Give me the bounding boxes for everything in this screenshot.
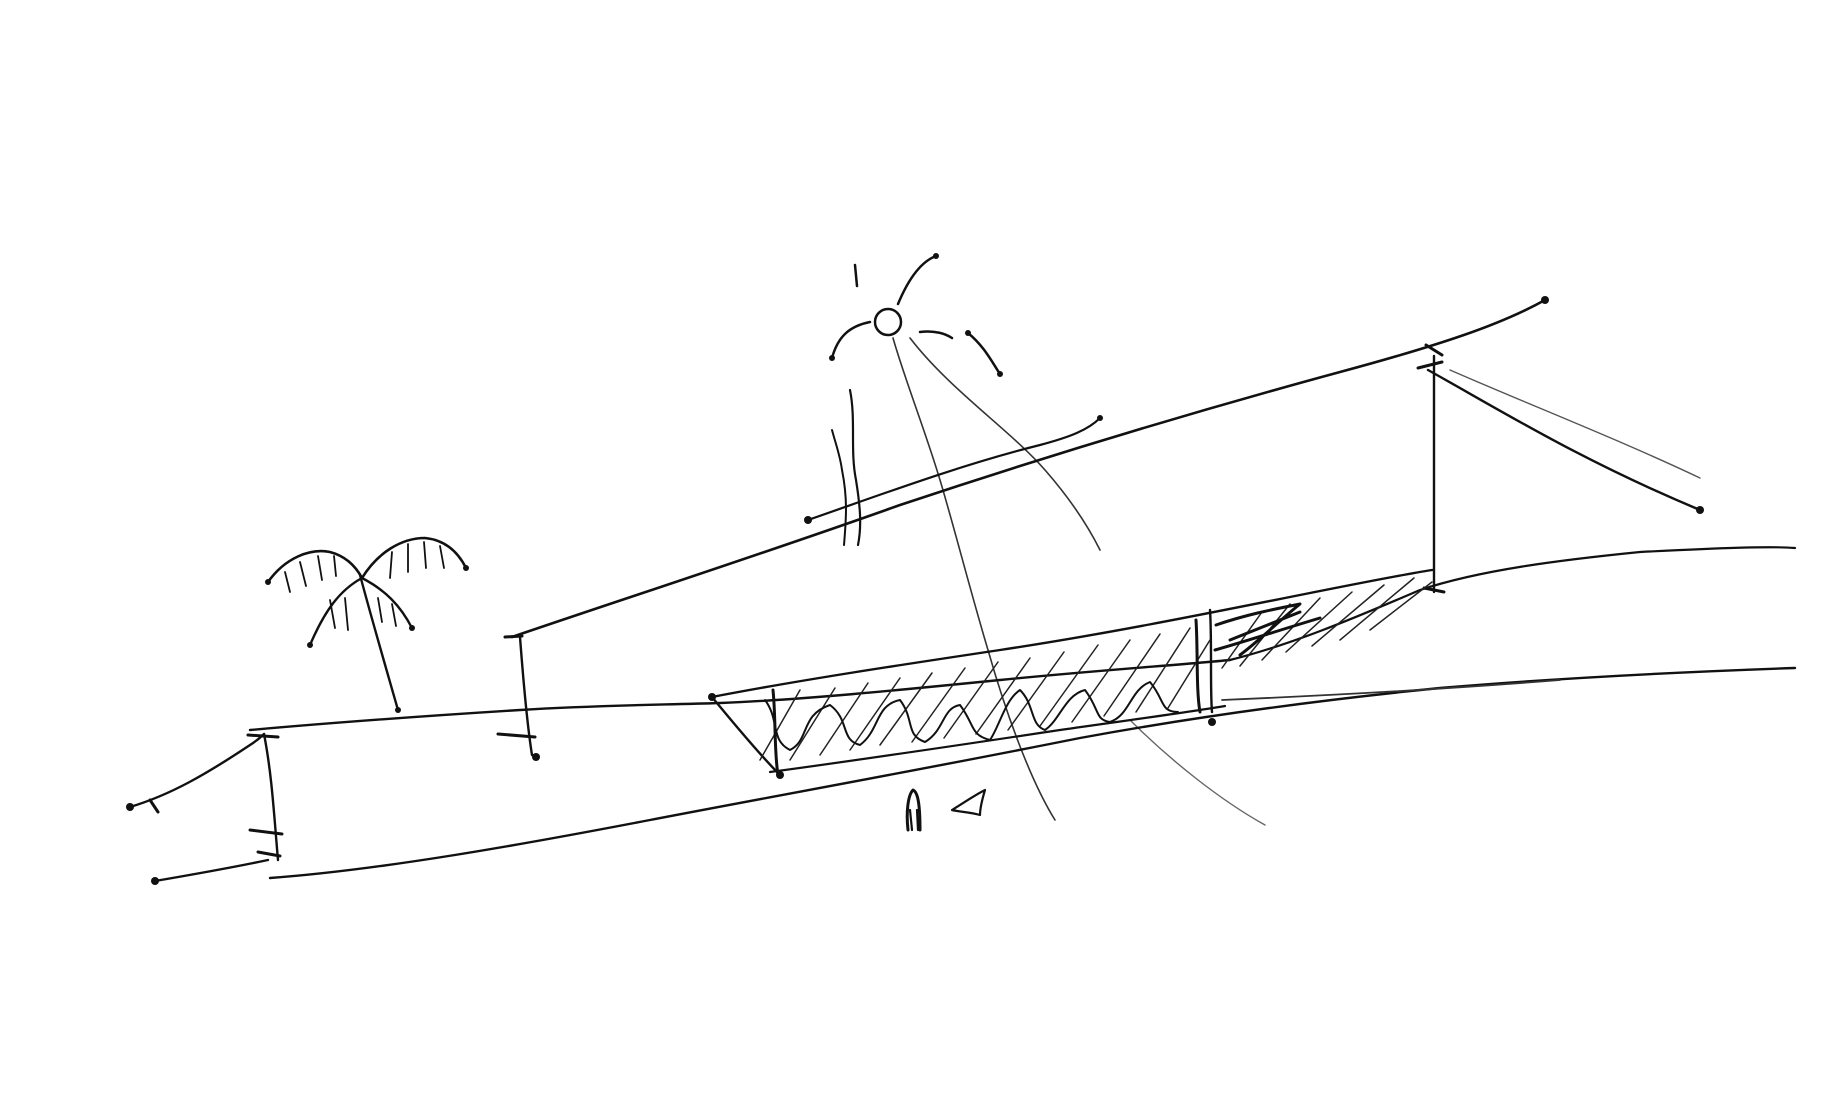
hatch-pattern (759, 577, 1433, 761)
hatch-dense-right (1213, 602, 1322, 657)
sun-icon (829, 253, 1003, 377)
palm-frond-right (360, 536, 468, 580)
palm-dot (265, 579, 271, 585)
roof-end-dot (1541, 296, 1549, 304)
overhang-end-dot (1696, 506, 1704, 514)
sun-ray-right (918, 330, 954, 340)
sun-ray-dot (997, 371, 1003, 377)
opening-right-edge (1208, 608, 1214, 714)
person-shadow (950, 788, 987, 817)
ground-line-far-right (1221, 679, 1561, 701)
terrain-ticks (148, 733, 284, 858)
sloped-roof-line (510, 296, 1549, 639)
roof-right-tick (1416, 343, 1446, 594)
opening-outline-bottom (768, 704, 1227, 774)
ground-line-lower (268, 666, 1797, 880)
sun-beam-right (909, 337, 1101, 551)
palm-dot (395, 707, 401, 713)
palm-trunk (358, 573, 400, 712)
palm-frond-lower-left (308, 576, 364, 647)
roof-overhang-line-faint (1449, 369, 1701, 479)
sun-beams (831, 337, 1266, 826)
person-body (905, 788, 922, 832)
left-wall-bracket (496, 634, 540, 761)
sun-ray-left (830, 320, 872, 360)
ground-line-mid (1228, 546, 1797, 662)
roof-end-dot (1097, 415, 1103, 421)
palm-dot (307, 642, 313, 648)
opening-post (1194, 618, 1202, 714)
terrain-curve (126, 546, 1797, 885)
roof-line-main (510, 298, 1547, 639)
shaded-opening (708, 568, 1434, 779)
opening-post-left (771, 688, 780, 777)
roof-edge-marker (1416, 343, 1704, 594)
palm-frond-hatch (284, 541, 445, 631)
palm-dot (463, 565, 469, 571)
ground-line-upper (248, 658, 1232, 732)
palm-tree-icon (265, 536, 469, 713)
terrain-left-base (153, 858, 270, 883)
sun-ray-top-right (896, 254, 938, 306)
sun-disc (873, 307, 903, 337)
left-wall-ticks (496, 634, 537, 739)
sun-beam-left (892, 337, 1056, 821)
sun-beam-short (848, 388, 862, 547)
palm-frond-left (266, 549, 364, 584)
hatch-scribble (764, 681, 1179, 751)
terrain-left-slope (128, 732, 266, 809)
sun-ray-dot (933, 253, 939, 259)
terrain-dot (151, 877, 159, 885)
palm-dot (409, 625, 415, 631)
left-wall-vertical (518, 635, 534, 757)
opening-left-edge (710, 695, 782, 777)
palm-frond-lower-right (360, 576, 414, 630)
sun-ray-dot (829, 355, 835, 361)
opening-dot (1208, 718, 1216, 726)
sun-ray-dot (965, 330, 971, 336)
roof-overhang-line (1426, 368, 1702, 512)
opening-dot (776, 771, 784, 779)
person-legs (908, 808, 920, 832)
terrain-left-vertical (262, 732, 280, 862)
roof-line-secondary (806, 416, 1102, 522)
opening-dot (708, 693, 716, 701)
sun-beam-lower (1129, 719, 1266, 826)
terrain-dot (126, 803, 134, 811)
opening-outline-top (710, 568, 1434, 699)
person-figure (905, 788, 987, 832)
sun-ray-top-left (853, 263, 859, 288)
left-wall-dot (532, 753, 540, 761)
sun-ray-far-right (966, 331, 1002, 376)
roof-end-dot (804, 516, 812, 524)
